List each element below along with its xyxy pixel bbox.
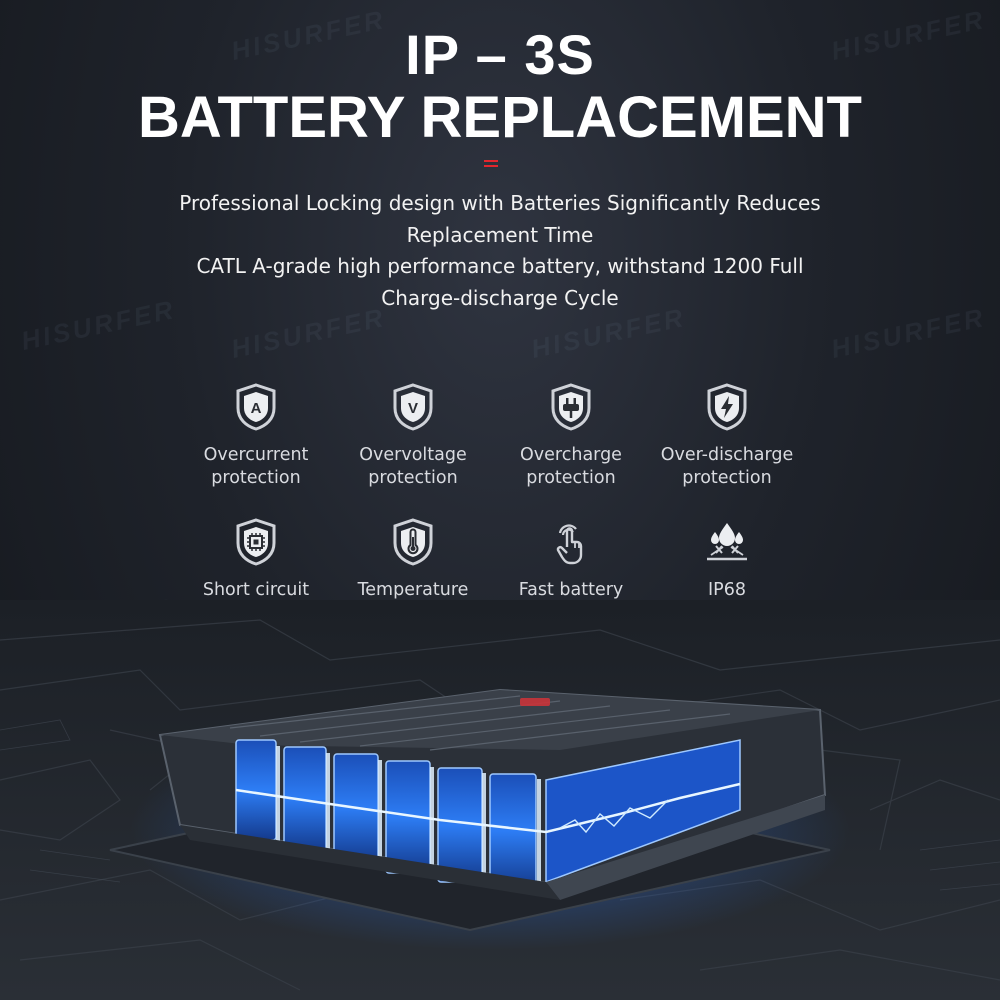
feature-label: protection xyxy=(211,468,301,488)
feature-overcurrent: A Overcurrent protection xyxy=(176,382,336,490)
accent-divider xyxy=(484,160,498,172)
feature-label: protection xyxy=(682,468,772,488)
shield-a-icon: A xyxy=(236,383,276,431)
shield-plug-icon xyxy=(551,383,591,431)
feature-label: IP68 xyxy=(708,580,746,600)
feature-over-discharge: Over-discharge protection xyxy=(647,382,807,490)
feature-label: Temperature xyxy=(357,580,469,600)
battery-illustration xyxy=(0,600,1000,1000)
description-line: Replacement Time xyxy=(406,222,594,247)
feature-label: Over-discharge xyxy=(660,445,794,465)
svg-text:A: A xyxy=(251,400,262,417)
description-line: Charge-discharge Cycle xyxy=(381,285,619,310)
shield-lightning-icon xyxy=(707,383,747,431)
feature-label: Fast battery xyxy=(518,580,624,600)
description-line: Professional Locking design with Batteri… xyxy=(179,191,821,215)
water-drops-icon xyxy=(707,523,747,561)
description-line: CATL A-grade high performance battery, w… xyxy=(196,254,804,278)
feature-label: Overcharge xyxy=(520,445,622,465)
feature-overvoltage: V Overvoltage protection xyxy=(333,382,493,490)
shield-thermometer-icon xyxy=(393,518,433,566)
page-subtitle: BATTERY REPLACEMENT xyxy=(138,85,862,150)
svg-text:V: V xyxy=(408,400,418,417)
shield-v-icon: V xyxy=(393,383,433,431)
shield-chip-icon xyxy=(236,518,276,566)
feature-label: protection xyxy=(526,468,616,488)
feature-label: Overvoltage xyxy=(359,445,467,465)
finger-tap-icon xyxy=(556,524,583,565)
feature-label: Short circuit xyxy=(202,580,310,600)
feature-label: Overcurrent xyxy=(203,445,309,465)
feature-overcharge: Overcharge protection xyxy=(491,382,651,490)
description: Professional Locking design with Batteri… xyxy=(100,188,900,314)
feature-label: protection xyxy=(368,468,458,488)
page-title: IP – 3S xyxy=(405,23,595,86)
